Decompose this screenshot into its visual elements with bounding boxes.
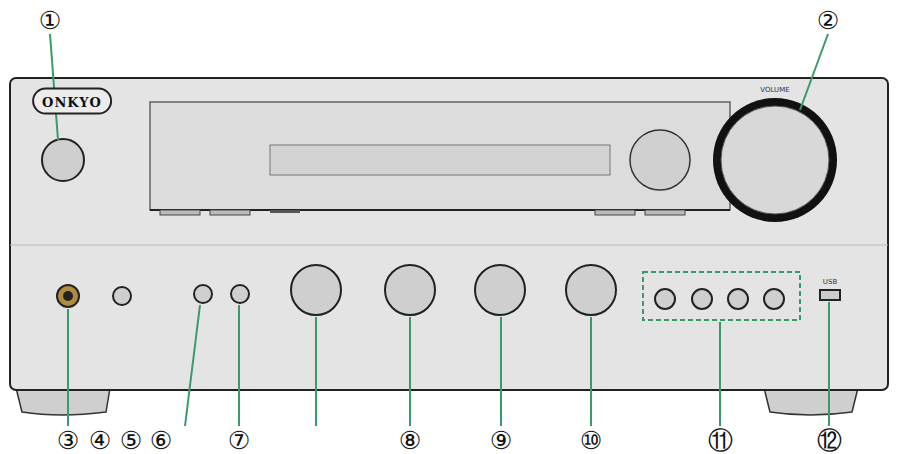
callout-number: ⑧	[398, 428, 422, 453]
callout-number: ⑥	[149, 428, 173, 453]
brand-text: ONKYO	[42, 95, 102, 110]
callout-number: ⑫	[816, 428, 843, 453]
callout-number: ④	[88, 428, 112, 453]
panel-label: USB	[823, 279, 837, 286]
callout-number: ⑦	[227, 428, 251, 453]
callout-number: ⑪	[707, 428, 734, 453]
callout-number: ②	[816, 8, 840, 33]
callout-number: ⑨	[489, 428, 513, 453]
brand-badge: ONKYO	[32, 88, 112, 115]
callout-number: ⑤	[119, 428, 143, 453]
callout-number: ①	[38, 8, 62, 33]
callout-number: ③	[56, 428, 80, 453]
callout-number: ⑩	[579, 428, 603, 453]
panel-label: VOLUME	[760, 87, 789, 94]
